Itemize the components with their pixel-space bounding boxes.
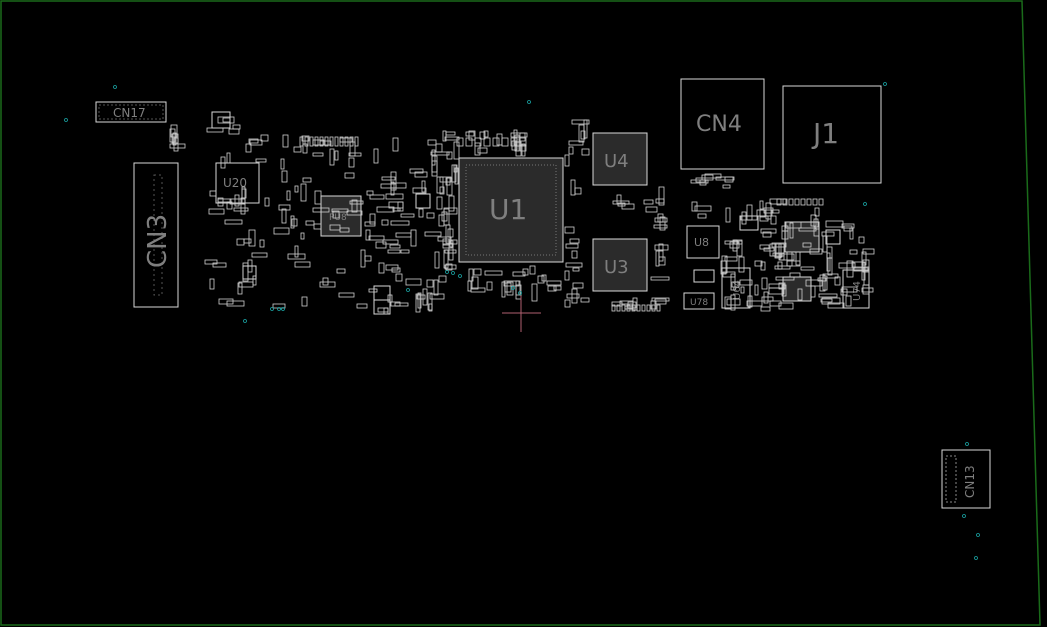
passive-components — [169, 116, 875, 315]
u64-label: U64 — [732, 280, 743, 300]
component-pu8[interactable]: PU8 — [320, 195, 362, 237]
component-j1[interactable]: J1 — [782, 85, 882, 184]
u8-label: U8 — [694, 236, 709, 249]
component-u78[interactable]: U78 — [683, 292, 715, 310]
u1-label: U1 — [489, 193, 527, 226]
u20-label: U20 — [223, 176, 247, 190]
component-u64[interactable]: U64 — [721, 267, 751, 309]
component-cn17[interactable]: CN17 — [95, 101, 167, 123]
component-u20[interactable]: U20 — [215, 162, 260, 204]
component-u4[interactable]: U4 — [592, 132, 648, 186]
cursor-crosshair — [502, 296, 541, 332]
cn3-label: CN3 — [143, 214, 173, 268]
j1-label: J1 — [811, 117, 839, 150]
component-cn3[interactable]: CN3 — [133, 162, 179, 308]
cn13-label: CN13 — [963, 465, 977, 498]
component-u8[interactable]: U8 — [686, 225, 720, 259]
component-u3[interactable]: U3 — [592, 238, 648, 292]
component-cn4[interactable]: CN4 — [680, 78, 765, 170]
u78-label: U78 — [690, 298, 708, 308]
cn4-label: CN4 — [696, 112, 742, 137]
cn17-label: CN17 — [113, 106, 146, 120]
u74-label: U74 — [852, 281, 863, 301]
via-points — [64, 82, 980, 560]
u4-label: U4 — [604, 151, 629, 172]
component-u1[interactable]: U1 — [458, 157, 564, 263]
component-cn13[interactable]: CN13 — [941, 449, 991, 509]
u3-label: U3 — [604, 257, 629, 278]
